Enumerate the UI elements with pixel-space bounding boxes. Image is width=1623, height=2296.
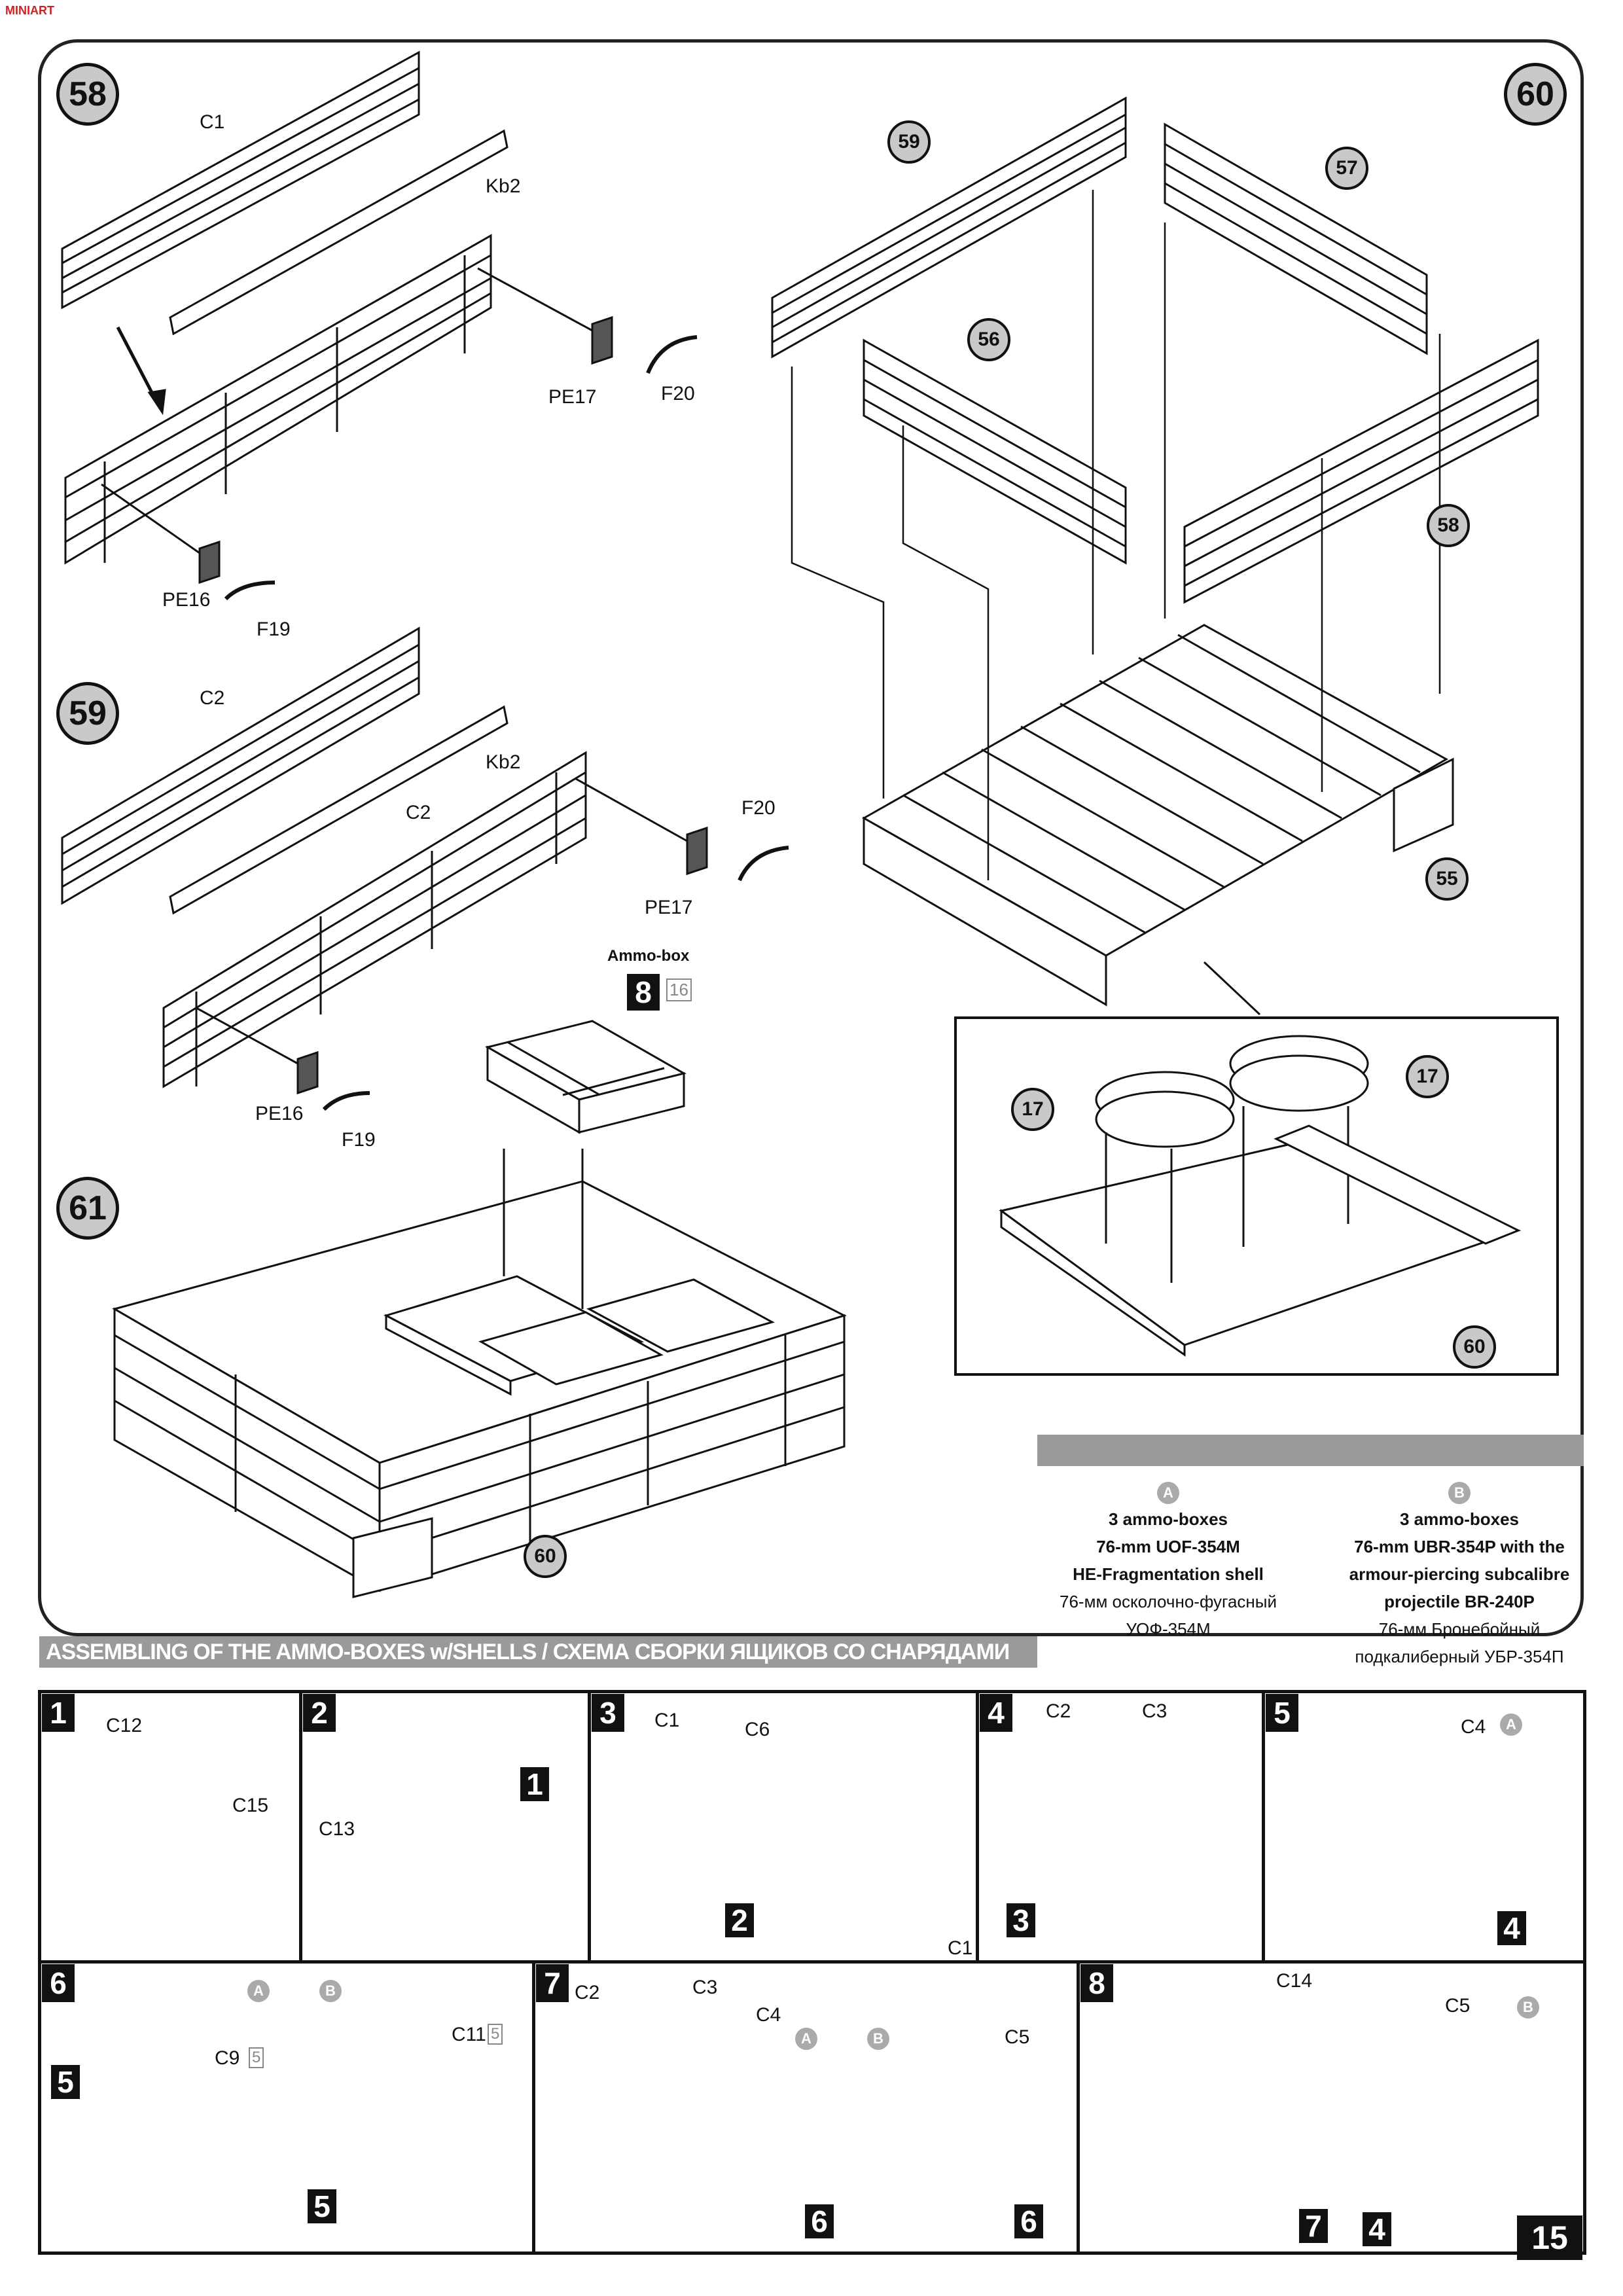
ref-step-4: 4 [1363, 2212, 1391, 2246]
part-label-kb2: Kb2 [486, 751, 521, 773]
variant-b-icon: B [319, 1980, 342, 2002]
ref-56: 56 [967, 318, 1010, 361]
part-label-kb2: Kb2 [486, 175, 521, 197]
ref-57: 57 [1325, 147, 1368, 190]
part-label-c1: C1 [654, 1710, 680, 1731]
part-label-f19: F19 [257, 619, 291, 640]
part-label-pe16: PE16 [162, 589, 211, 611]
step-60-badge: 60 [1504, 63, 1567, 126]
sub-step-7-badge: 7 [536, 1964, 569, 2002]
part-label-c11: C11 [452, 2024, 486, 2045]
ref-58: 58 [1427, 504, 1470, 547]
ref-step-5: 5 [51, 2065, 80, 2099]
ref-step-3: 3 [1007, 1903, 1035, 1937]
variant-b-line4: projectile BR-240P [1384, 1592, 1535, 1611]
variant-a-ru1: 76-мм осколочно-фугасный [1060, 1592, 1277, 1611]
variant-a-line3: HE-Fragmentation shell [1073, 1564, 1264, 1584]
variant-a-icon: A [1500, 1713, 1522, 1736]
ref-55: 55 [1425, 857, 1469, 901]
variant-a-ru2: УОФ-354М [1126, 1619, 1211, 1639]
step-58-badge: 58 [56, 63, 119, 126]
ref-step-6: 6 [1014, 2204, 1043, 2238]
part-label-f20: F20 [741, 797, 776, 819]
part-label-c5: C5 [1445, 1995, 1471, 2017]
variant-b-icon: B [1517, 1996, 1539, 2018]
part-label-pe16: PE16 [255, 1103, 304, 1124]
variant-b-note: B 3 ammo-boxes 76-mm UBR-354P with the a… [1315, 1478, 1603, 1670]
ref-60: 60 [1453, 1325, 1496, 1369]
ref-59: 59 [887, 120, 931, 164]
part-label-c2: C2 [200, 687, 225, 709]
part-label-pe17: PE17 [548, 386, 597, 408]
corner-watermark: MINIART [5, 4, 54, 17]
part-label-c2: C2 [406, 802, 431, 823]
ref-step-1: 1 [520, 1767, 549, 1801]
step-59-badge: 59 [56, 682, 119, 745]
part-label-c14: C14 [1276, 1970, 1313, 1992]
part-label-c1: C1 [200, 111, 225, 133]
part-label-c4: C4 [756, 2004, 781, 2026]
part-label-c2: C2 [1046, 1700, 1071, 1722]
part-label-c6: C6 [745, 1719, 770, 1740]
ref-17: 17 [1406, 1055, 1449, 1098]
ref-step-2: 2 [725, 1903, 754, 1937]
sub-step-4-badge: 4 [980, 1694, 1012, 1732]
sub-step-panel [38, 1690, 302, 1964]
sub-step-5-badge: 5 [1266, 1694, 1298, 1732]
page-number: 15 [1517, 2215, 1582, 2260]
ammo-box-step-ref: 8 [627, 974, 660, 1011]
sub-step-panel [1262, 1690, 1586, 1964]
variant-a-line2: 76-mm UOF-354M [1096, 1537, 1240, 1556]
part-label-c4: C4 [1461, 1716, 1486, 1738]
variant-b-icon: B [867, 2028, 889, 2050]
sub-step-panel [588, 1690, 979, 1964]
sub-step-8-badge: 8 [1080, 1964, 1113, 2002]
variant-b-ru2: подкалиберный УБР-354П [1355, 1647, 1564, 1666]
variant-b-icon: B [1448, 1482, 1471, 1504]
part-label-c3: C3 [692, 1977, 718, 1998]
ref-step-4: 4 [1497, 1911, 1526, 1945]
part-label-c3: C3 [1142, 1700, 1168, 1722]
part-label-c13: C13 [319, 1818, 355, 1840]
ref-17: 17 [1011, 1088, 1054, 1131]
part-label-c9: C9 [215, 2047, 240, 2069]
variant-header-bar [1037, 1435, 1584, 1466]
variant-b-ru1: 76-мм Бронебойный [1378, 1619, 1541, 1639]
sub-step-3-badge: 3 [592, 1694, 624, 1732]
part-label-f19: F19 [342, 1129, 376, 1151]
part-label-f20: F20 [661, 383, 695, 404]
sub-step-1-badge: 1 [42, 1694, 75, 1732]
sub-step-6-badge: 6 [42, 1964, 75, 2002]
page-ref-icon: 5 [488, 2024, 503, 2045]
sub-step-panel [1336, 1960, 1586, 2255]
ref-step-6: 6 [805, 2204, 834, 2238]
part-label-pe17: PE17 [645, 897, 693, 918]
part-label-c1: C1 [948, 1937, 973, 1959]
variant-b-line2: 76-mm UBR-354P with the [1354, 1537, 1565, 1556]
section-title: ASSEMBLING OF THE AMMO-BOXES w/SHELLS / … [39, 1636, 1037, 1668]
ref-step-7: 7 [1299, 2209, 1328, 2243]
step-61-badge: 61 [56, 1177, 119, 1240]
variant-a-icon: A [247, 1980, 270, 2002]
variant-a-note: A 3 ammo-boxes 76-mm UOF-354M HE-Fragmen… [1037, 1478, 1299, 1643]
variant-a-icon: A [795, 2028, 817, 2050]
page-ref-icon: 16 [666, 978, 692, 1001]
sub-step-panel [38, 1960, 535, 2255]
ammo-box-label: Ammo-box [607, 947, 690, 965]
part-label-c15: C15 [232, 1795, 269, 1816]
ref-60: 60 [524, 1535, 567, 1578]
sub-step-2-badge: 2 [303, 1694, 336, 1732]
upper-frame [38, 39, 1584, 1636]
sub-step-panel [1077, 1960, 1340, 2255]
page-ref-icon: 5 [249, 2047, 264, 2068]
variant-a-icon: A [1157, 1482, 1179, 1504]
variant-b-line3: armour-piercing subcalibre [1349, 1564, 1570, 1584]
part-label-c12: C12 [106, 1715, 143, 1736]
ref-step-5: 5 [308, 2189, 336, 2223]
part-label-c5: C5 [1005, 2026, 1030, 2048]
variant-a-line1: 3 ammo-boxes [1108, 1509, 1228, 1529]
variant-b-line1: 3 ammo-boxes [1399, 1509, 1520, 1529]
part-label-c2: C2 [575, 1982, 600, 2003]
